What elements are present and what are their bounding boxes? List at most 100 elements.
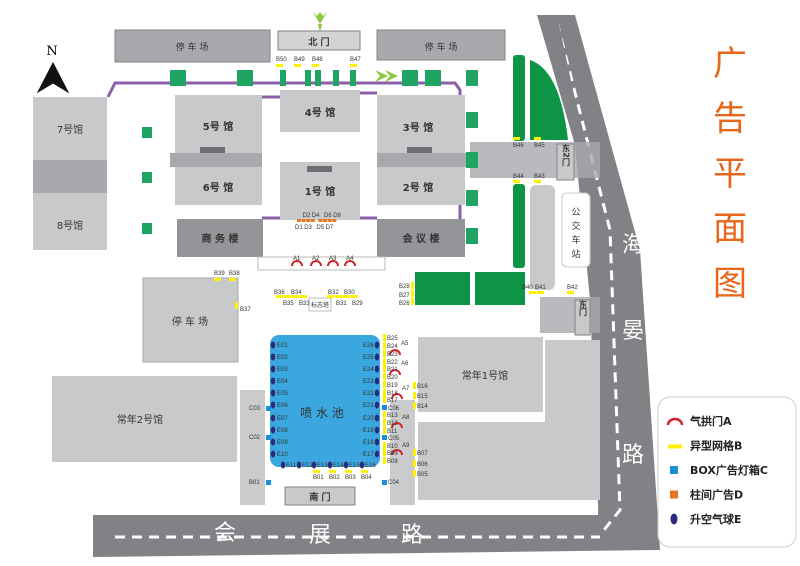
balloon-icon [311,461,317,469]
grid-ad-label: B45 [534,143,545,149]
balloon-icon [374,365,380,373]
balloon-icon [374,426,380,434]
balloon-label: E11 [286,463,297,469]
grid-ad-icon [229,278,236,281]
grid-ad-icon [383,350,386,357]
hall-2 [377,167,465,205]
title-char: 面 [713,209,747,249]
grid-ad-icon [529,291,536,294]
balloon-label: E01 [277,343,288,349]
green-square [466,228,478,244]
arch-label: A9 [402,443,410,449]
bus-station-char: 站 [571,248,580,260]
hall-7-8-band [33,160,107,193]
grid-ad-icon [413,402,416,409]
balloon-label: E24 [363,367,374,373]
arch-label: A6 [401,361,409,367]
balloon-label: E05 [277,391,288,397]
hall-4-label: 4号 馆 [305,106,335,119]
hall-c2-label: 常年2号馆 [117,413,163,426]
grid-ad-label: B11 [387,429,398,435]
grid-ad-label: B28 [399,284,410,290]
box-lightbox-icon [382,480,387,485]
walkway-west [240,390,265,505]
pillar-ad-icon [306,219,311,222]
box-lightbox-icon [382,405,387,410]
green-square [425,70,441,86]
north-gate[interactable] [277,30,361,51]
compass-icon [36,61,70,94]
grid-ad-icon [668,444,682,449]
green-square [280,70,286,86]
balloon-icon [270,414,276,422]
bus-station-char: 交 [571,220,580,232]
grid-ad-label: B29 [352,301,363,307]
bus-station-char: 车 [571,234,580,246]
conference-building-label: 会 议 楼 [403,232,440,245]
grid-ad-label: B22 [387,360,398,366]
landmark-tower [308,297,332,312]
balloon-label: E20 [363,416,374,422]
grid-ad-label: B03 [345,475,356,481]
arch-icon [391,449,403,456]
south-gate[interactable] [284,486,356,506]
conference-building [377,219,465,257]
grid-ad-label: B39 [214,271,225,277]
hall-5-6-band [170,153,262,167]
pillar-ad-icon [332,219,337,222]
grid-ad-label: B23 [387,352,398,358]
grid-ad-label: B50 [276,57,287,63]
pillar-ad-label: D7 [326,225,334,231]
hall-c1-label: 常年1号馆 [462,369,508,382]
green-square [237,70,253,86]
grid-ad-label: B44 [513,174,524,180]
grid-ad-icon [276,295,283,298]
box-lightbox-label: C05 [388,436,400,442]
green-square [142,172,152,183]
box-lightbox-label: C02 [249,435,261,441]
balloon-icon [270,426,276,434]
parking-north-east [376,29,506,61]
grid-ad-icon [383,411,386,418]
grid-ad-label: B21 [387,367,398,373]
green-wedge [530,60,568,140]
grid-ad-icon [312,64,319,67]
pillar-ad-label: D5 [316,225,324,231]
compass-north-label: N [46,44,57,59]
haiyan-road-label: 海 [622,233,644,258]
grid-ad-label: B46 [513,143,524,149]
arch-icon [391,422,403,429]
pillar-ad-icon [318,219,323,222]
title-char: 图 [713,264,747,304]
grid-ad-icon [383,381,386,388]
hall-8-label: 8号馆 [57,219,83,232]
parking-north-east-label: 停 车 场 [425,41,458,53]
grid-ad-label: B26 [399,301,410,307]
bus-station-char: 公 [571,207,580,218]
grid-ad-icon [413,382,416,389]
grid-ad-icon [383,373,386,380]
pillar-ad-icon [301,219,306,222]
pillar-ad-icon [323,219,327,222]
legend-label: 柱间广告D [690,488,743,502]
parking-north-west [114,29,271,63]
arch-label: A1 [293,256,301,262]
grid-ad-label: B25 [387,336,398,342]
east-gate[interactable] [574,299,591,336]
legend-label: 气拱门A [689,414,732,428]
balloon-label: E15 [349,463,360,469]
pillar-ad-label: D6 [324,213,332,219]
hall-c2 [52,376,237,462]
hall-6 [175,167,262,205]
east-gate-2[interactable] [556,143,575,181]
grid-ad-label: B24 [387,344,398,350]
grid-ad-icon [345,470,352,473]
hall-8 [33,193,107,250]
balloon-icon [374,450,380,458]
arch-icon [344,260,356,267]
huizhan-road-label: 会 [214,521,236,546]
balloon-label: E19 [363,428,374,434]
grid-ad-icon [343,295,350,298]
grid-ad-icon [350,64,357,67]
